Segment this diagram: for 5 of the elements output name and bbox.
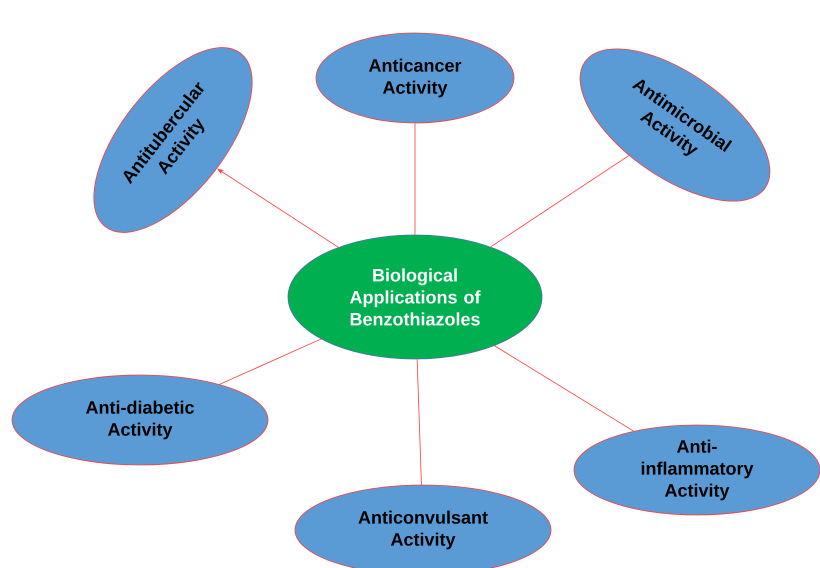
connector-line <box>219 338 322 385</box>
connector-line <box>414 123 416 235</box>
connector-line <box>494 345 634 432</box>
connector-line <box>490 155 630 248</box>
connector-line <box>416 358 422 485</box>
